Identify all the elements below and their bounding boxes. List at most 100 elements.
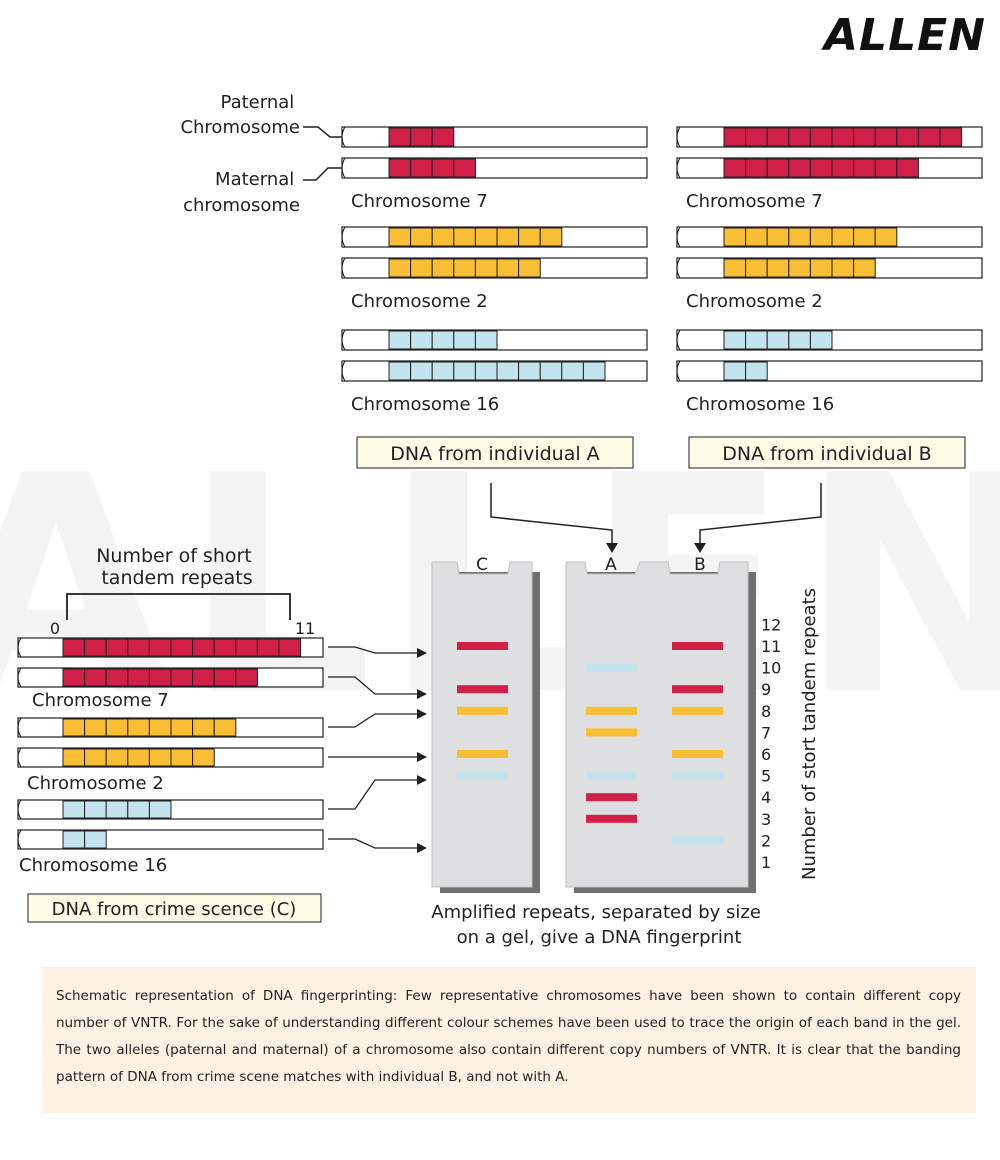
strand-end-cap	[17, 717, 22, 738]
connector-arrowhead	[417, 752, 427, 762]
repeat-unit	[148, 800, 172, 819]
repeat-unit	[84, 800, 107, 819]
paternal-label-line1: Paternal	[221, 92, 295, 113]
individual-b-chromosome-7-label: Chromosome 7	[686, 191, 823, 212]
individual-b-chromosome-16-label: Chromosome 16	[686, 394, 834, 415]
caption-box: Schematic representation of DNA fingerpr…	[42, 967, 976, 1113]
repeat-unit	[745, 361, 768, 381]
repeat-unit	[831, 258, 855, 278]
repeat-unit	[127, 638, 150, 657]
connector-arrowhead	[417, 843, 427, 853]
repeat-unit	[518, 361, 541, 381]
repeat-unit	[874, 227, 898, 247]
repeat-unit	[874, 158, 898, 178]
scale-end: 11	[295, 619, 315, 638]
repeat-unit	[84, 638, 107, 657]
strand-end-cap	[341, 126, 346, 148]
repeat-unit	[745, 258, 768, 278]
connector-arrowhead	[417, 689, 427, 699]
repeat-unit	[213, 668, 237, 687]
repeat-unit	[518, 258, 541, 278]
repeat-unit	[431, 258, 455, 278]
caption-text: Schematic representation of DNA fingerpr…	[56, 988, 961, 1085]
repeat-unit	[474, 361, 498, 381]
repeat-unit	[170, 718, 194, 737]
crime-scene-chromosome-16-maternal	[17, 829, 324, 850]
repeat-unit	[809, 227, 833, 247]
gel-scale-tick: 8	[761, 702, 771, 721]
repeat-unit	[431, 361, 455, 381]
individual-b-chromosome-2-paternal	[676, 226, 983, 248]
strand-end-cap	[341, 329, 346, 351]
str-bracket	[66, 593, 291, 620]
repeat-unit	[809, 127, 833, 147]
strand-end-cap	[341, 226, 346, 248]
individual-a-chromosome-7-maternal	[341, 157, 648, 179]
chromosome-strand	[341, 126, 648, 148]
repeat-unit	[874, 127, 898, 147]
repeat-unit	[453, 361, 476, 381]
paternal-label-line2: Chromosome	[180, 117, 300, 138]
strand-end-cap	[341, 257, 346, 279]
individual-a-chromosome-2-paternal	[341, 226, 648, 248]
repeat-unit	[278, 638, 302, 657]
crime-scene-label-box: DNA from crime scence (C)	[27, 893, 322, 923]
strand-end-cap	[676, 360, 681, 382]
gel-scale-tick: 7	[761, 723, 771, 742]
gel-scale-tick: 1	[761, 853, 771, 872]
connector-line	[328, 676, 417, 695]
gel-bands	[457, 642, 723, 845]
repeat-unit	[127, 800, 150, 819]
repeat-unit	[148, 668, 172, 687]
gel-band-lane-b	[672, 836, 723, 845]
repeat-unit	[788, 258, 811, 278]
repeat-unit	[431, 227, 455, 247]
paternal-label: Paternal Chromosome	[180, 92, 300, 138]
gel-band-lane-b	[672, 685, 723, 694]
repeat-unit	[84, 830, 107, 849]
gel-band-lane-a	[586, 663, 637, 672]
repeat-unit	[410, 258, 433, 278]
gel-scale-tick: 3	[761, 810, 771, 829]
repeat-unit	[388, 258, 412, 278]
individual-b-chromosome-16-paternal	[676, 329, 983, 351]
repeat-unit	[127, 668, 150, 687]
individual-a-label: DNA from individual A	[390, 443, 599, 465]
repeat-unit	[453, 330, 476, 350]
brand-logo: ALLEN	[823, 10, 986, 61]
repeat-unit	[192, 668, 215, 687]
crime-scene-chromosome-7-paternal	[17, 637, 324, 658]
repeat-unit	[474, 227, 498, 247]
gel-scale-tick: 4	[761, 788, 771, 807]
crime-scene-chromosome-7-maternal	[17, 667, 324, 688]
repeat-unit	[745, 127, 768, 147]
repeat-unit	[518, 227, 541, 247]
gel-band-lane-c	[457, 685, 508, 694]
repeat-unit	[256, 638, 280, 657]
repeat-unit	[105, 638, 129, 657]
repeat-unit	[453, 227, 476, 247]
repeat-unit	[766, 330, 790, 350]
gel-scale-tick: 6	[761, 745, 771, 764]
repeat-unit	[723, 361, 747, 381]
repeat-unit	[62, 638, 86, 657]
individual-a-chromosome-2-label: Chromosome 2	[351, 291, 488, 312]
individual-a-chromosome-7-label: Chromosome 7	[351, 191, 488, 212]
connector-line	[328, 779, 417, 810]
connector-line	[328, 646, 417, 654]
gel-caption: Amplified repeats, separated by size on …	[431, 902, 766, 948]
repeat-unit	[235, 638, 258, 657]
repeat-unit	[496, 361, 520, 381]
repeat-unit	[853, 227, 876, 247]
repeat-unit	[388, 127, 412, 147]
repeat-unit	[723, 258, 747, 278]
strand-end-cap	[17, 829, 22, 850]
strand-end-cap	[676, 126, 681, 148]
individual-b-chromosome-7-paternal	[676, 126, 983, 148]
individual-b-chromosome-7-maternal	[676, 157, 983, 179]
strand-end-cap	[676, 257, 681, 279]
crime-scene-chromosome-16-label: Chromosome 16	[19, 855, 167, 876]
str-header-line1: Number of short	[96, 545, 252, 567]
